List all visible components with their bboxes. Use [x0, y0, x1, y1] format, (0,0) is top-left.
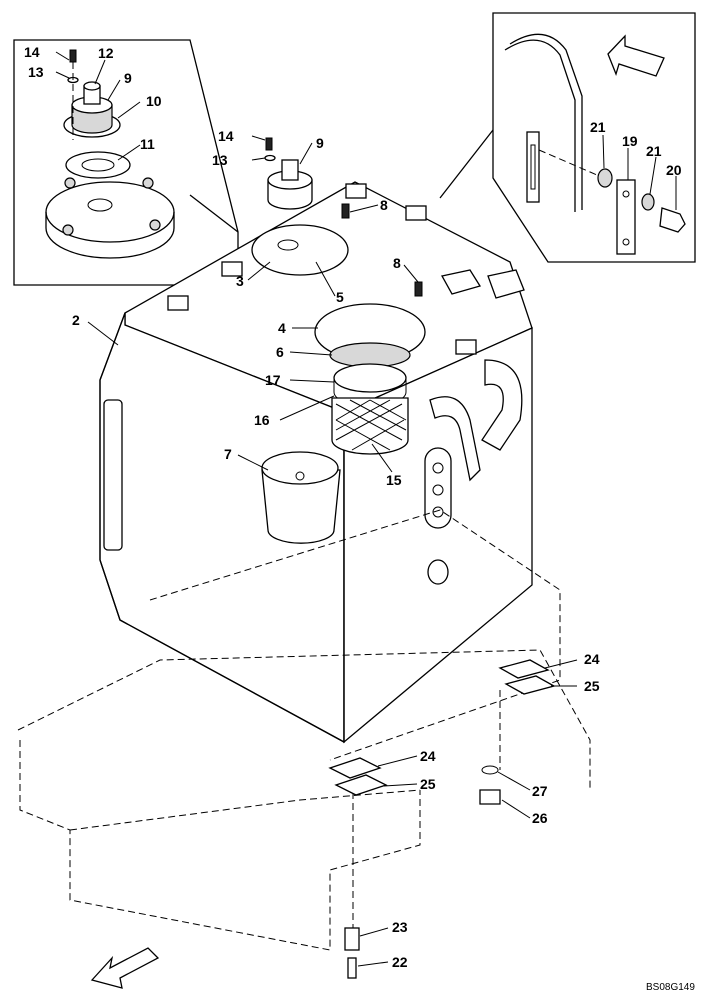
label-15: 15	[386, 472, 402, 488]
label-27: 27	[532, 783, 548, 799]
label-23: 23	[392, 919, 408, 935]
label-8a: 8	[380, 197, 388, 213]
leader-lines	[55, 51, 677, 967]
label-20: 20	[666, 162, 682, 178]
label-8b: 8	[393, 255, 401, 271]
label-14b: 14	[218, 128, 234, 144]
label-9a: 9	[124, 70, 132, 86]
label-24a: 24	[584, 651, 600, 667]
label-22: 22	[392, 954, 408, 970]
direction-arrow-icon	[90, 947, 160, 989]
inset-filter-cap	[13, 39, 239, 286]
label-21a: 21	[590, 119, 606, 135]
label-3: 3	[236, 273, 244, 289]
label-25b: 25	[420, 776, 436, 792]
label-6: 6	[276, 344, 284, 360]
label-2: 2	[72, 312, 80, 328]
label-19: 19	[622, 133, 638, 149]
label-13b: 13	[212, 152, 228, 168]
label-5: 5	[336, 289, 344, 305]
label-25a: 25	[584, 678, 600, 694]
label-14a: 14	[24, 44, 40, 60]
hydraulic-tank	[99, 137, 533, 744]
label-21b: 21	[646, 143, 662, 159]
inset-bracket	[439, 12, 696, 263]
label-9b: 9	[316, 135, 324, 151]
frame-dashed	[17, 509, 591, 951]
label-17: 17	[265, 372, 281, 388]
label-4: 4	[278, 320, 286, 336]
part-labels: 14 13 12 9 10 11 14 13 9 8 8 3 5 4 6 17 …	[24, 44, 695, 993]
label-16: 16	[254, 412, 270, 428]
drawing-code: BS08G149	[646, 982, 695, 993]
label-10: 10	[146, 93, 162, 109]
label-11: 11	[140, 136, 155, 152]
label-12: 12	[98, 45, 114, 61]
label-13a: 13	[28, 64, 44, 80]
label-7: 7	[224, 446, 232, 462]
label-26: 26	[532, 810, 548, 826]
label-24b: 24	[420, 748, 436, 764]
